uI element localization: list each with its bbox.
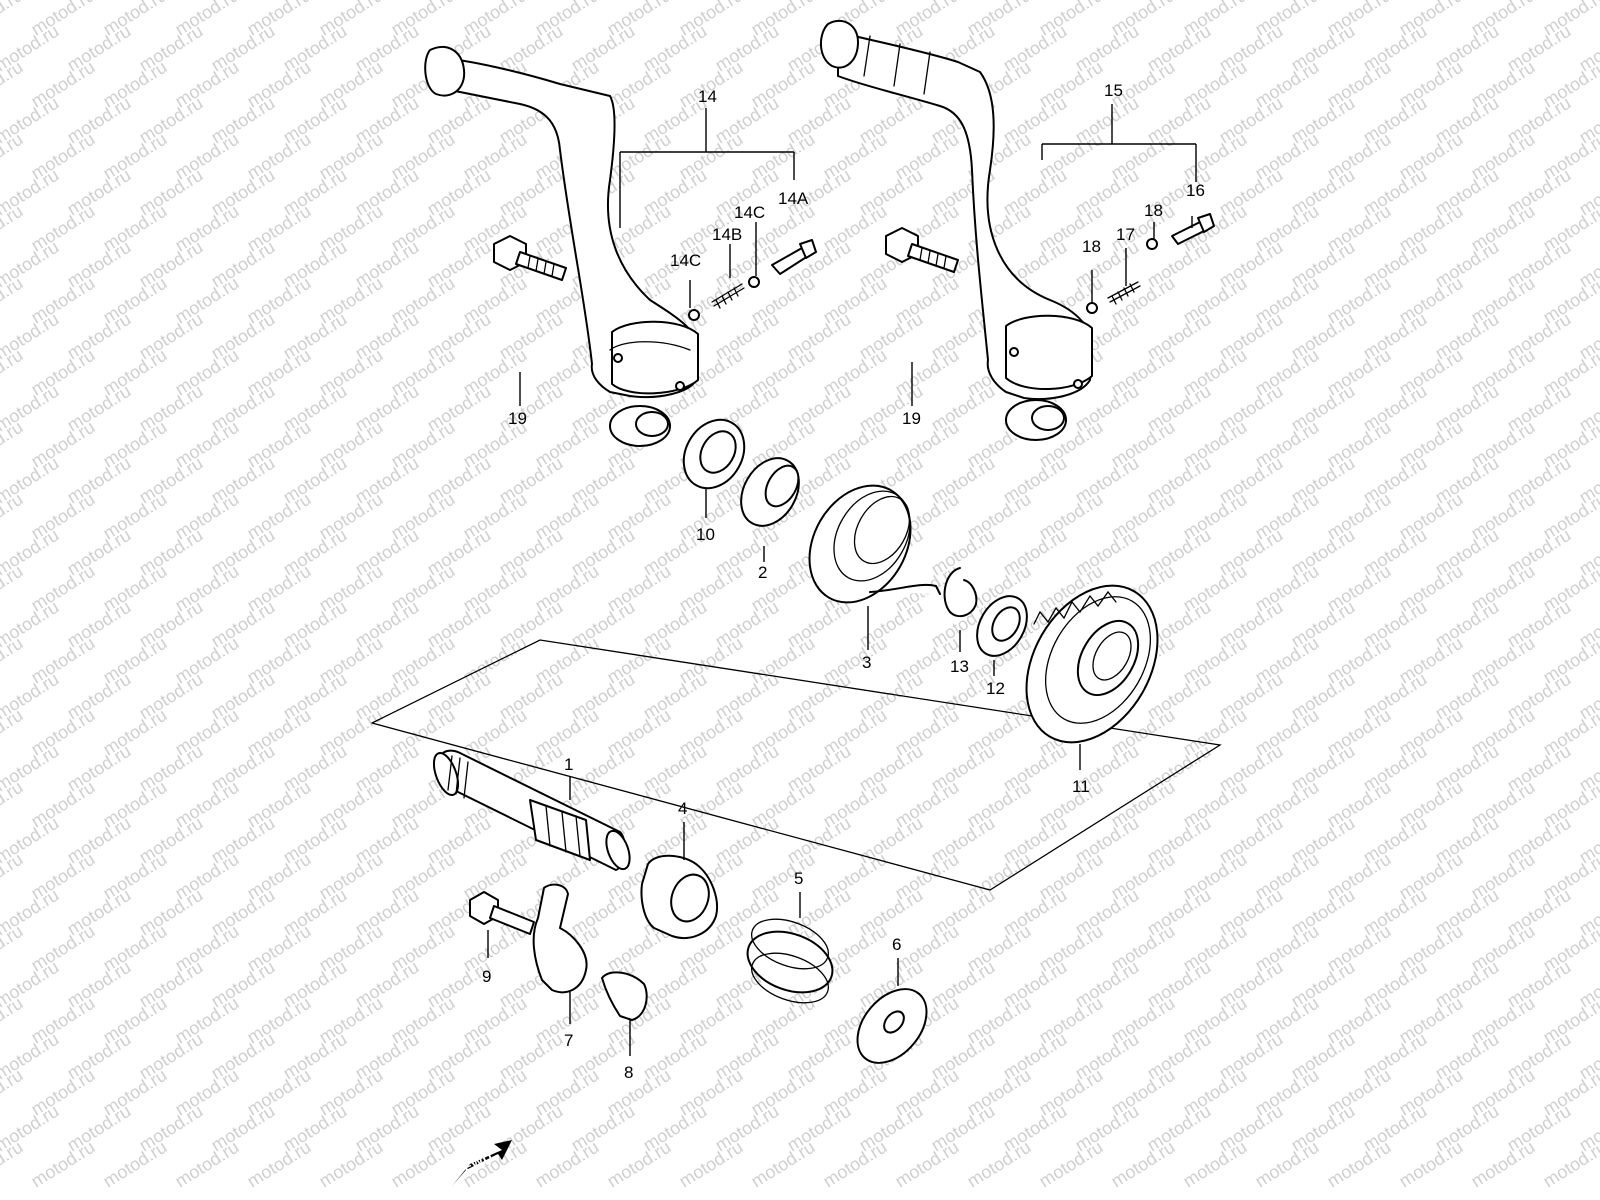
watermark-text: motod.ru bbox=[0, 849, 26, 904]
watermark-text: motod.ru bbox=[964, 1137, 1035, 1192]
ball-18-b bbox=[1146, 238, 1158, 250]
watermark-text: motod.ru bbox=[0, 705, 26, 760]
watermark-text: motod.ru bbox=[316, 1137, 387, 1192]
watermark-text: motod.ru bbox=[0, 57, 26, 112]
watermark-text: motod.ru bbox=[676, 1137, 747, 1192]
watermark-text: motod.ru bbox=[0, 0, 26, 39]
callout-11: 11 bbox=[1072, 777, 1090, 796]
watermark-text: motod.ru bbox=[532, 1137, 603, 1192]
ball-14C-a bbox=[688, 309, 700, 321]
callout-7: 7 bbox=[564, 1031, 573, 1050]
watermark-text: motod.ru bbox=[1324, 1137, 1395, 1192]
callout-14: 14 bbox=[698, 87, 717, 106]
ball-18-a bbox=[1086, 302, 1098, 314]
watermark-text: motod.ru bbox=[1468, 1137, 1539, 1192]
guide-8 bbox=[601, 971, 648, 1021]
watermark-text: motod.ru bbox=[0, 777, 26, 832]
watermark-text: motod.ru bbox=[604, 1137, 675, 1192]
callout-18-right: 18 bbox=[1144, 201, 1163, 220]
watermark-text: motod.ru bbox=[0, 561, 26, 616]
circlip-13 bbox=[943, 567, 978, 618]
callout-18-left: 18 bbox=[1082, 237, 1101, 256]
watermark-text: motod.ru bbox=[28, 1137, 99, 1192]
callout-16: 16 bbox=[1186, 181, 1205, 200]
watermark-text: motod.ru bbox=[100, 1137, 171, 1192]
callout-4: 4 bbox=[678, 799, 687, 818]
callout-9: 9 bbox=[482, 967, 491, 986]
callout-15: 15 bbox=[1104, 81, 1123, 100]
callout-17: 17 bbox=[1116, 225, 1135, 244]
callout-8: 8 bbox=[624, 1063, 633, 1082]
callout-10: 10 bbox=[696, 525, 715, 544]
watermark-text: motod.ru bbox=[0, 921, 26, 976]
watermark-text: motod.ru bbox=[0, 129, 26, 184]
callout-12: 12 bbox=[986, 679, 1005, 698]
watermark-text: motod.ru bbox=[1036, 1137, 1107, 1192]
watermark-text: motod.ru bbox=[0, 345, 26, 400]
watermark-text: motod.ru bbox=[820, 1137, 891, 1192]
callout-14B: 14B bbox=[712, 225, 742, 244]
callout-19-left: 19 bbox=[508, 409, 527, 428]
watermark-text: motod.ru bbox=[1540, 1137, 1600, 1192]
watermark-text: motod.ru bbox=[1576, 0, 1600, 3]
watermark-text: motod.ru bbox=[0, 633, 26, 688]
watermark-text: motod.ru bbox=[0, 201, 26, 256]
callout-14A: 14A bbox=[778, 189, 809, 208]
callout-6: 6 bbox=[892, 935, 901, 954]
watermark-text: motod.ru bbox=[388, 1137, 459, 1192]
callout-14C-upper: 14C bbox=[734, 203, 765, 222]
watermark-text: motod.ru bbox=[0, 489, 26, 544]
callout-1: 1 bbox=[564, 755, 573, 774]
watermark-text: motod.ru bbox=[1108, 1137, 1179, 1192]
watermark-text: motod.ru bbox=[0, 1065, 26, 1120]
watermark-text: motod.ru bbox=[1252, 1137, 1323, 1192]
watermark-text: motod.ru bbox=[244, 1137, 315, 1192]
watermark-text: motod.ru bbox=[172, 1137, 243, 1192]
callout-19-right: 19 bbox=[902, 409, 921, 428]
watermark-text: motod.ru bbox=[748, 1137, 819, 1192]
watermark-text: motod.ru bbox=[0, 1137, 26, 1192]
callout-14C-lower: 14C bbox=[670, 251, 701, 270]
callout-3: 3 bbox=[862, 653, 871, 672]
ball-14C-b bbox=[748, 276, 760, 288]
watermark-text: motod.ru bbox=[0, 993, 26, 1048]
callout-13: 13 bbox=[950, 657, 969, 676]
callout-2: 2 bbox=[758, 563, 767, 582]
watermark-text: motod.ru bbox=[0, 273, 26, 328]
watermark-text: motod.ru bbox=[892, 1137, 963, 1192]
watermark-text: motod.ru bbox=[0, 417, 26, 472]
watermark-text: motod.ru bbox=[1396, 1137, 1467, 1192]
watermark-text: motod.ru bbox=[1180, 1137, 1251, 1192]
callout-5: 5 bbox=[794, 869, 803, 888]
